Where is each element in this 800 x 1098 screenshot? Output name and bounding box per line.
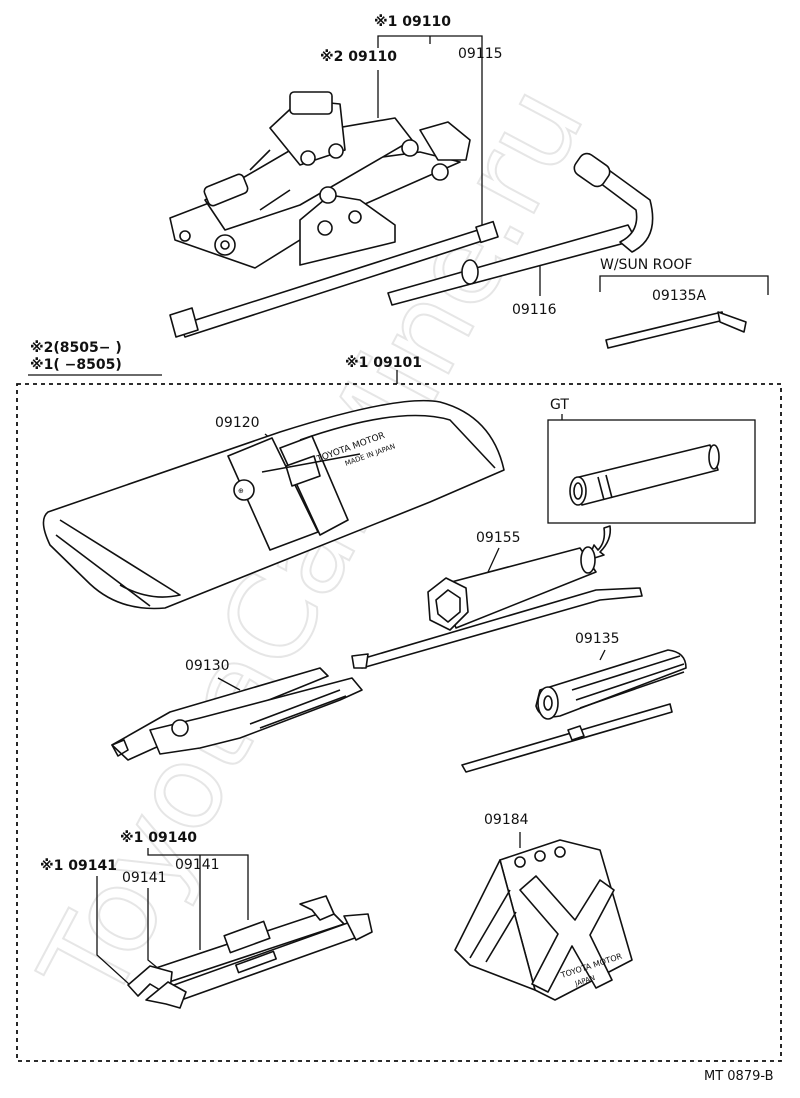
jack-handle-label: 09115 [458, 46, 503, 62]
pliers-leader [217, 677, 241, 691]
gt-box-label: GT [550, 397, 569, 413]
sun-roof-bracket [599, 275, 769, 295]
gt-box [547, 419, 756, 524]
tool-bag-emblem: ⊕ [238, 487, 244, 495]
screwdriver [461, 649, 687, 773]
sun-roof-title: W/SUN ROOF [600, 257, 692, 273]
jack-label-1: ※1 09110 [374, 14, 451, 30]
date-range-line-1: ※2(8505− ) [30, 340, 122, 356]
plug-wrench-leader [487, 547, 500, 573]
tool-set-label: ※1 09101 [345, 355, 422, 371]
pliers-label: 09130 [185, 658, 230, 674]
sun-roof-handle [605, 311, 747, 349]
wrench-leader-lines [96, 848, 249, 986]
sun-roof-part-label: 09135A [652, 288, 707, 304]
jack [169, 91, 471, 269]
plug-wrench [351, 546, 643, 669]
jack-handle [169, 220, 499, 338]
open-end-wrenches [127, 895, 373, 1009]
wrench-left-label: ※1 09141 [40, 858, 117, 874]
date-range-line-2: ※1( −8505) [30, 357, 122, 373]
wheel-chock: TOYOTA MOTOR JAPAN [454, 839, 633, 1001]
gt-arrow [587, 525, 612, 561]
lug-wrench [387, 152, 654, 306]
figure-id: MT 0879-B [704, 1069, 774, 1084]
tool-bag-label: 09120 [215, 415, 260, 431]
wrench-set-label: ※1 09140 [120, 830, 197, 846]
pliers [111, 667, 363, 761]
plug-wrench-label: 09155 [476, 530, 521, 546]
lug-wrench-label: 09116 [512, 302, 557, 318]
jack-label-2: ※2 09110 [320, 49, 397, 65]
screwdriver-leader [599, 649, 606, 661]
tool-bag: ⊕ TOYOTA MOTOR MADE IN JAPAN [42, 399, 505, 610]
gt-socket-extension [569, 444, 720, 506]
wheel-chock-label: 09184 [484, 812, 529, 828]
wrench-right-label: 09141 [175, 857, 220, 873]
jack-leader-lines [377, 35, 483, 228]
screwdriver-label: 09135 [575, 631, 620, 647]
wrench-middle-label: 09141 [122, 870, 167, 886]
